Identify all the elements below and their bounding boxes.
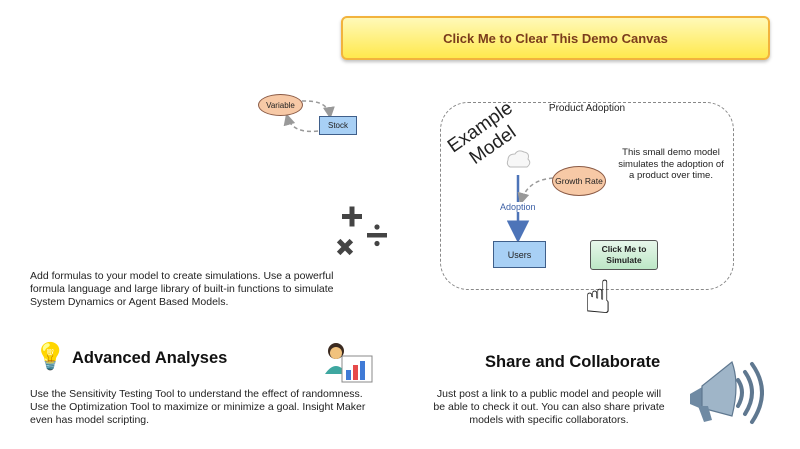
pointing-hand-icon: ☝ <box>584 271 613 323</box>
advanced-analyses-heading: Advanced Analyses <box>72 349 228 367</box>
simulate-button[interactable]: Click Me to Simulate <box>590 240 658 270</box>
math-operators-icon <box>336 206 387 256</box>
cloud-source-icon <box>506 150 531 168</box>
users-stock-node[interactable]: Users <box>493 241 546 268</box>
loudspeaker-icon <box>690 361 764 424</box>
analyses-description: Use the Sensitivity Testing Tool to unde… <box>30 388 366 426</box>
share-collaborate-heading: Share and Collaborate <box>485 353 661 371</box>
mini-link-variable-to-stock <box>301 100 335 119</box>
product-adoption-group[interactable] <box>440 102 734 290</box>
clear-canvas-button[interactable]: Click Me to Clear This Demo Canvas <box>341 16 770 60</box>
analyst-chart-icon <box>325 343 373 383</box>
adoption-flow-label[interactable]: Adoption <box>499 202 537 212</box>
mini-variable-node[interactable]: Variable <box>258 94 303 116</box>
mini-stock-node[interactable]: Stock <box>319 116 357 135</box>
group-title: Product Adoption <box>548 103 626 114</box>
growth-rate-link <box>517 177 554 205</box>
share-description: Just post a link to a public model and p… <box>433 388 665 426</box>
growth-rate-variable-node[interactable]: Growth Rate <box>552 166 606 196</box>
formulas-description: Add formulas to your model to create sim… <box>30 270 334 308</box>
light-bulb-icon: 💡 <box>34 341 67 371</box>
mini-link-stock-to-variable <box>283 113 319 133</box>
demo-description: This small demo model simulates the adop… <box>618 147 724 181</box>
